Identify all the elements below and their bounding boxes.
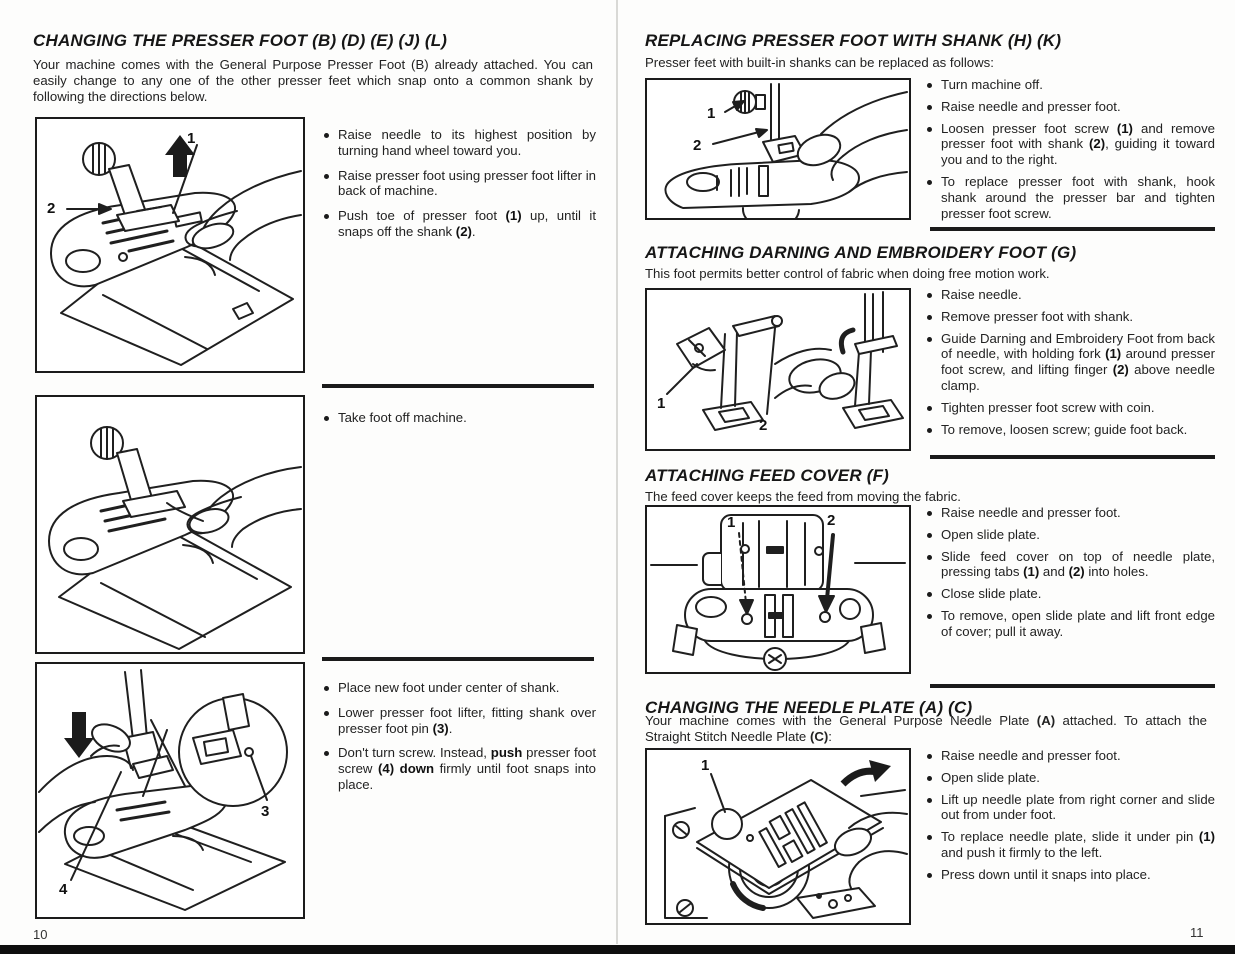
callout-label: 1 [707,105,716,122]
shank-foot-illustration [664,83,908,218]
bullet-item: To remove, loosen screw; guide foot back… [925,422,1215,438]
bullet-item: To replace presser foot with shank, hook… [925,174,1215,221]
section-divider [322,657,594,661]
scan-edge-bar [0,945,1235,954]
curved-arrow-icon [840,767,878,787]
callout-label: 1 [657,395,666,412]
section-title-darning-foot: ATTACHING DARNING AND EMBROIDERY FOOT (G… [645,243,1077,262]
bullet-item: Guide Darning and Embroidery Foot from b… [925,331,1215,394]
steps-list-darning-foot: Raise needle. Remove presser foot with sh… [925,287,1215,443]
intro-replacing-shank-foot: Presser feet with built-in shanks can be… [645,55,994,70]
figure-needle-plate: 1 [645,748,911,925]
callout-label: 2 [827,512,836,529]
callout-label: 2 [759,417,768,434]
bullet-item: Lift up needle plate from right corner a… [925,792,1215,824]
section-divider [322,384,594,388]
bullet-item: Place new foot under center of shank. [322,680,596,696]
callout-label: 1 [701,757,710,774]
bullet-item: Remove presser foot with shank. [925,309,1215,325]
steps-list-feed-cover: Raise needle and presser foot. Open slide… [925,505,1215,646]
section-title-replacing-shank-foot: REPLACING PRESSER FOOT WITH SHANK (H) (K… [645,31,1062,50]
steps-list-remove-foot: Raise needle to its highest position by … [322,127,596,249]
darning-foot-illustration [666,291,904,431]
page-number-left: 10 [33,927,48,942]
figure-darning-foot: 1 2 [645,288,911,451]
callout-label: 3 [261,803,270,820]
figure-foot-attachment: 3 4 [35,662,305,919]
bullet-item: Raise needle. [925,287,1215,303]
foot-off-machine-illustration [48,426,302,650]
presser-foot-removal-illustration [50,135,302,366]
page-number-right: 11 [1190,925,1204,940]
section-title-needle-plate: CHANGING THE NEEDLE PLATE (A) (C) [645,698,973,717]
steps-list-shank-foot: Turn machine off. Raise needle and presse… [925,77,1215,227]
callout-label: 2 [47,200,56,217]
intro-changing-presser-foot: Your machine comes with the General Purp… [33,57,593,104]
callout-label: 1 [187,130,196,147]
page-gutter [616,0,618,944]
bullet-item: Open slide plate. [925,770,1215,786]
bullet-item: Raise needle and presser foot. [925,99,1215,115]
bullet-item: Take foot off machine. [322,410,596,426]
down-arrow-icon [64,712,94,758]
bullet-item: Don't turn screw. Instead, push presser … [322,745,596,792]
foot-attachment-illustration [38,669,288,911]
section-title-feed-cover: ATTACHING FEED COVER (F) [645,466,890,485]
needle-plate-illustration [664,760,908,919]
section-title-changing-presser-foot: CHANGING THE PRESSER FOOT (B) (D) (E) (J… [33,31,448,50]
up-arrow-icon [165,135,195,177]
bullet-item: Raise presser foot using presser foot li… [322,168,596,200]
bullet-item: To remove, open slide plate and lift fro… [925,608,1215,640]
bullet-item: Press down until it snaps into place. [925,867,1215,883]
bullet-item: Slide feed cover on top of needle plate,… [925,549,1215,581]
callout-label: 1 [727,514,736,531]
page-10: CHANGING THE PRESSER FOOT (B) (D) (E) (J… [0,0,617,944]
steps-list-attach-foot: Place new foot under center of shank. Low… [322,680,596,802]
figure-feed-cover: 1 2 [645,505,911,674]
bullet-item: Push toe of presser foot (1) up, until i… [322,208,596,240]
bullet-item: Close slide plate. [925,586,1215,602]
page-11: REPLACING PRESSER FOOT WITH SHANK (H) (K… [618,0,1235,944]
bullet-item: Turn machine off. [925,77,1215,93]
bullet-item: To replace needle plate, slide it under … [925,829,1215,861]
figure-foot-off-machine [35,395,305,654]
section-divider [930,227,1215,231]
steps-list-take-foot-off: Take foot off machine. [322,410,596,435]
figure-presser-foot-removal: 1 2 [35,117,305,373]
bullet-item: Loosen presser foot screw (1) and remove… [925,121,1215,168]
intro-darning-foot: This foot permits better control of fabr… [645,266,1050,281]
bullet-item: Raise needle and presser foot. [925,505,1215,521]
bullet-item: Tighten presser foot screw with coin. [925,400,1215,416]
section-divider [930,684,1215,688]
intro-feed-cover: The feed cover keeps the feed from movin… [645,489,961,504]
steps-list-needle-plate: Raise needle and presser foot. Open slide… [925,748,1215,889]
section-divider [930,455,1215,459]
feed-cover-illustration [650,514,906,671]
figure-shank-foot-replacement: 1 2 [645,78,911,220]
bullet-item: Raise needle to its highest position by … [322,127,596,159]
intro-needle-plate: Your machine comes with the General Purp… [645,713,1207,744]
bullet-item: Open slide plate. [925,527,1215,543]
callout-label: 2 [693,137,702,154]
bullet-item: Lower presser foot lifter, fitting shank… [322,705,596,737]
callout-label: 4 [59,881,68,898]
bullet-item: Raise needle and presser foot. [925,748,1215,764]
